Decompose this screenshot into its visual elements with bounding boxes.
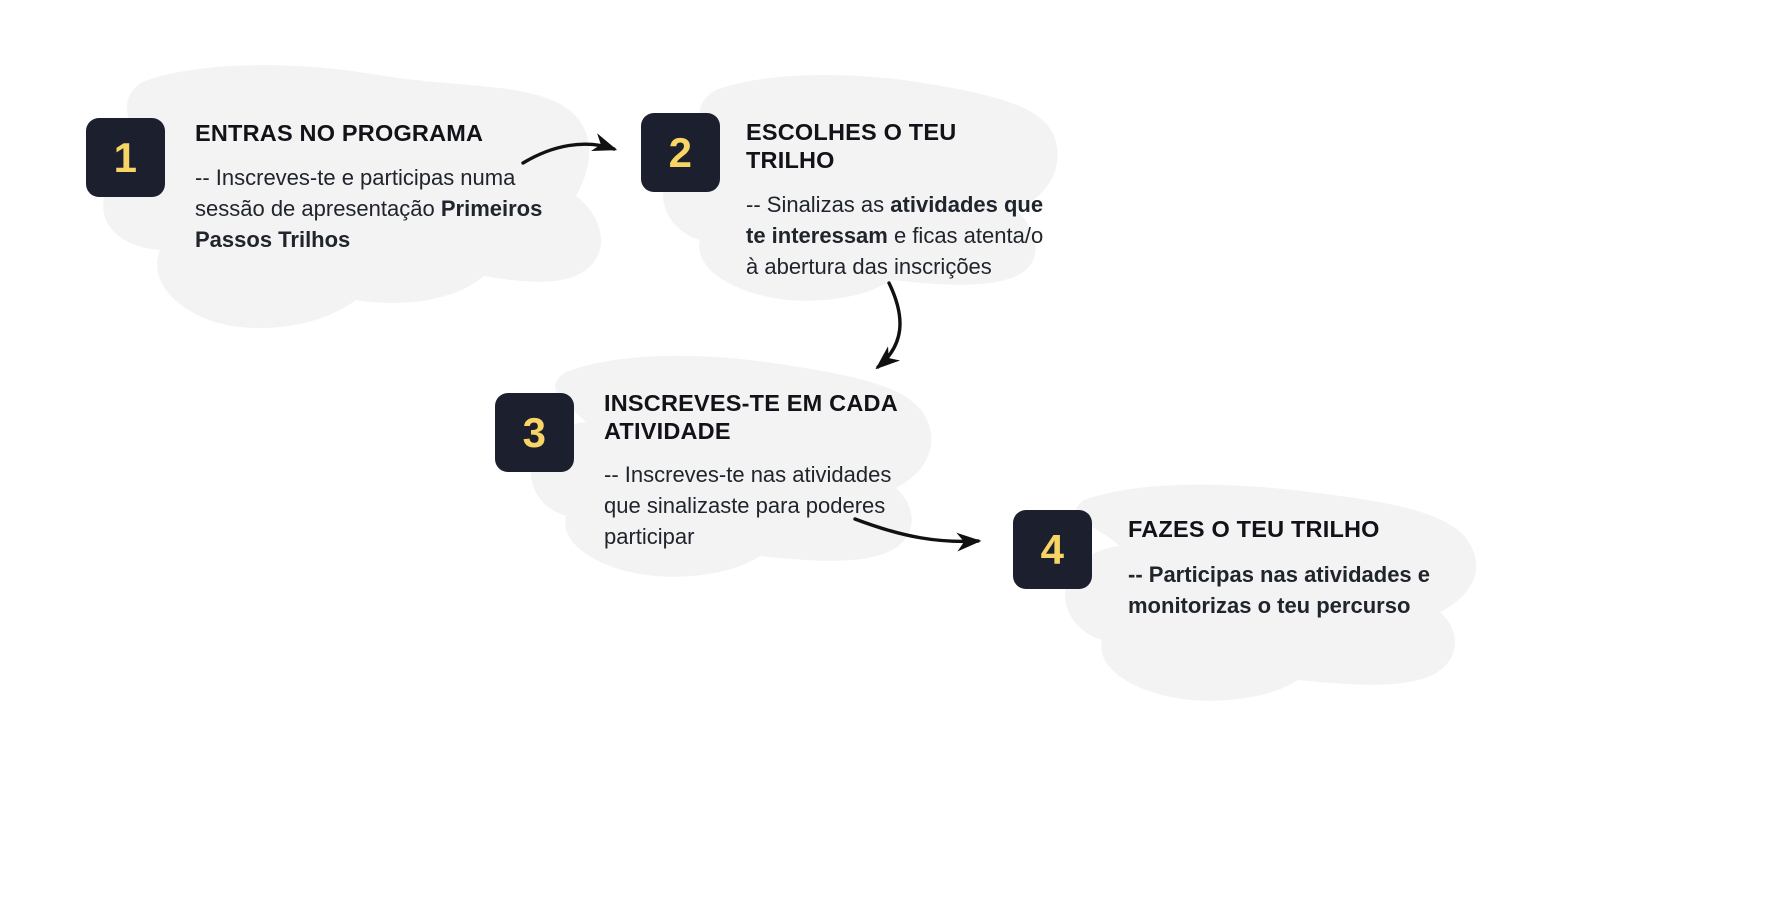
step-number-badge-3: 3	[495, 393, 574, 472]
step-body-part-1-1: Inscreves-te e participas numa sessão de…	[195, 164, 516, 221]
step-body-dash-2: --	[746, 192, 767, 218]
step-body-part-1-2: Primeiros Passos Trilhos	[195, 195, 543, 252]
step-body-part-2-3: e ficas atenta/o à abertura das inscriçõ…	[746, 223, 1044, 280]
step-title-1: ENTRAS NO PROGRAMA	[195, 120, 484, 146]
step-body-dash-3: --	[604, 462, 625, 488]
step-title-3: INSCREVES-TE EM CADA ATIVIDADE	[604, 390, 897, 444]
step-body-3: -- Inscreves-te nas atividades que sinal…	[604, 459, 902, 552]
step-content-4: FAZES O TEU TRILHO -- Participas nas ati…	[1128, 510, 1458, 621]
step-number-3: 3	[522, 408, 547, 456]
step-body-part-3-1: Inscreves-te nas atividades que sinaliza…	[604, 462, 892, 550]
step-number-badge-1: 1	[86, 118, 165, 197]
step-number-badge-4: 4	[1013, 510, 1092, 589]
step-body-2: -- Sinalizas as atividades que te intere…	[746, 189, 1046, 282]
step-title-4: FAZES O TEU TRILHO	[1128, 516, 1380, 542]
step-body-dash-4: --	[1128, 561, 1149, 587]
step-content-2: ESCOLHES O TEU TRILHO -- Sinalizas as at…	[746, 113, 1046, 282]
step-body-part-2-2: atividades que te interessam	[746, 192, 1044, 249]
step-number-4: 4	[1040, 525, 1065, 573]
step-body-part-2-1: Sinalizas as	[766, 192, 891, 218]
step-body-4: -- Participas nas atividades e monitoriz…	[1128, 559, 1458, 621]
flow-step-1: 1 ENTRAS NO PROGRAMA -- Inscreves-te e p…	[86, 118, 543, 255]
step-number-1: 1	[113, 133, 138, 181]
flow-step-3: 3 INSCREVES-TE EM CADA ATIVIDADE -- Insc…	[495, 390, 902, 552]
flow-step-4: 4 FAZES O TEU TRILHO -- Participas nas a…	[1013, 510, 1458, 621]
step-number-badge-2: 2	[641, 113, 720, 192]
step-body-1: -- Inscreves-te e participas numa sessão…	[195, 162, 543, 255]
flow-step-2: 2 ESCOLHES O TEU TRILHO -- Sinalizas as …	[641, 113, 1046, 282]
step-title-2: ESCOLHES O TEU TRILHO	[746, 119, 957, 173]
step-body-part-4-1: Participas nas atividades e monitorizas …	[1128, 561, 1431, 618]
step-number-2: 2	[668, 128, 693, 176]
arrow-step2-to-step3	[875, 281, 902, 370]
step-content-1: ENTRAS NO PROGRAMA -- Inscreves-te e par…	[195, 118, 543, 255]
step-body-dash-1: --	[195, 164, 216, 190]
step-content-3: INSCREVES-TE EM CADA ATIVIDADE -- Inscre…	[604, 390, 902, 552]
